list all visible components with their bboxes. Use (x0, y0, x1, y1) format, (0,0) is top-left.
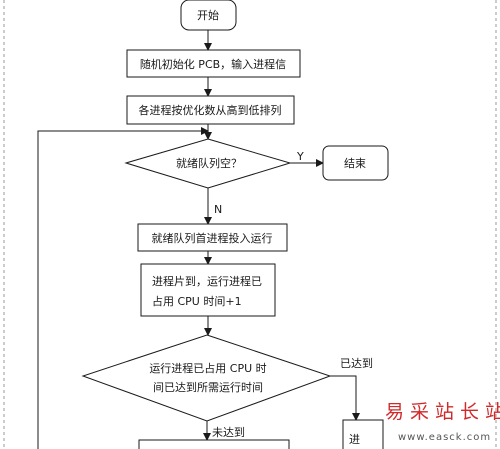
watermark-url: www.easck.com (398, 432, 491, 443)
partial-bottom-box (138, 439, 290, 449)
loop-back-line (37, 127, 209, 449)
step-sort-label: 各进程按优化数从高到低排列 (139, 103, 282, 117)
decision-done-line2: 间已达到所需运行时间 (153, 381, 263, 394)
watermark: 易采站长站 www.easck.com (385, 401, 500, 443)
step-timeslice-line2: 占用 CPU 时间+1 (152, 294, 242, 308)
no-label: N (214, 203, 222, 216)
end-node (322, 145, 389, 181)
step-timeslice-line1: 进程片到，运行进程已 (152, 275, 262, 288)
decision-done-line1: 运行进程已占用 CPU 时 (149, 361, 266, 375)
arrow-reached (330, 375, 360, 421)
end-node-label: 结束 (344, 157, 366, 170)
step-sort-box (126, 95, 295, 125)
not-reached-label: 未达到 (212, 426, 245, 439)
partial-right-box (342, 419, 384, 449)
decision-empty-label: 就绪队列空？ (176, 156, 242, 170)
step-run-head-label: 就绪队列首进程投入运行 (152, 231, 273, 245)
step-timeslice-box (140, 263, 276, 317)
reached-label: 已达到 (340, 357, 373, 370)
step-init-box (126, 49, 301, 78)
decision-done-diamond (81, 334, 332, 422)
yes-label: Y (296, 150, 304, 163)
partial-right-box-label: 进 (349, 433, 360, 446)
step-run-head-box (137, 223, 288, 252)
step-init-label: 随机初始化 PCB，输入进程信 (140, 57, 286, 71)
start-node-label: 开始 (197, 8, 219, 22)
watermark-title: 易采站长站 (385, 401, 500, 423)
